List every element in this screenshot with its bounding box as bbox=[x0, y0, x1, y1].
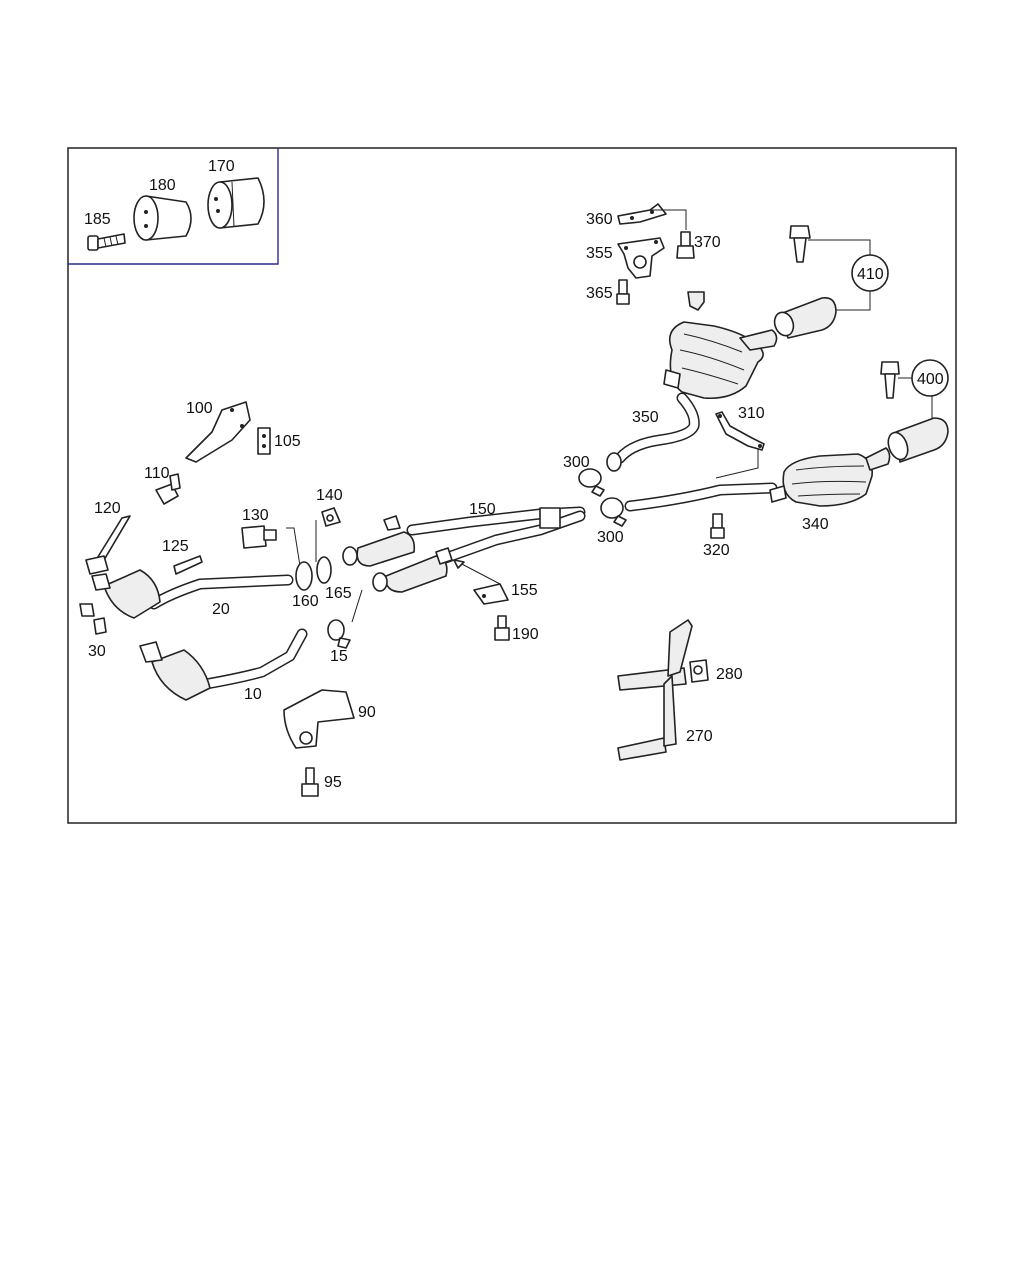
part-400-bolt[interactable] bbox=[880, 361, 900, 399]
label-300-upper: 300 bbox=[563, 454, 590, 471]
part-410-bolt[interactable] bbox=[789, 225, 811, 263]
label-165: 165 bbox=[325, 585, 352, 602]
label-320: 320 bbox=[703, 542, 730, 559]
part-170-rubber-mount[interactable] bbox=[207, 177, 265, 229]
diagram-frame bbox=[67, 147, 957, 824]
part-370-bolt[interactable] bbox=[676, 231, 695, 259]
part-300-clamp-upper[interactable] bbox=[578, 468, 605, 497]
part-185-bolt[interactable] bbox=[87, 233, 126, 251]
label-280: 280 bbox=[716, 666, 743, 683]
part-140-nut[interactable] bbox=[321, 507, 341, 527]
callout-circle-410 bbox=[851, 254, 889, 292]
part-90-bracket[interactable] bbox=[283, 689, 355, 749]
part-20-front-pipe-catalyst[interactable] bbox=[91, 569, 294, 619]
part-110-nut[interactable] bbox=[155, 473, 181, 505]
label-270: 270 bbox=[686, 728, 713, 745]
label-110: 110 bbox=[144, 465, 170, 482]
part-150-center-pipe[interactable] bbox=[342, 506, 586, 593]
label-20: 20 bbox=[212, 601, 230, 618]
label-185: 185 bbox=[84, 211, 111, 228]
part-350-pipe[interactable] bbox=[606, 392, 700, 472]
part-95-bolt[interactable] bbox=[301, 767, 319, 797]
part-190-bolt[interactable] bbox=[494, 615, 510, 641]
label-310: 310 bbox=[738, 405, 765, 422]
part-410-tailpipe-trim[interactable] bbox=[771, 296, 837, 339]
label-300-lower: 300 bbox=[597, 529, 624, 546]
part-340-rear-muffler-right[interactable] bbox=[769, 447, 891, 507]
label-105: 105 bbox=[274, 433, 301, 450]
part-280-rubber-mount[interactable] bbox=[689, 659, 709, 683]
label-10: 10 bbox=[244, 686, 262, 703]
label-125: 125 bbox=[162, 538, 189, 555]
callout-circle-400 bbox=[911, 359, 949, 397]
label-95: 95 bbox=[324, 774, 342, 791]
part-300-clamp-lower[interactable] bbox=[600, 497, 627, 527]
label-180: 180 bbox=[149, 177, 176, 194]
part-165-gasket[interactable] bbox=[316, 556, 332, 584]
part-155-bracket[interactable] bbox=[473, 583, 509, 605]
label-100: 100 bbox=[186, 400, 213, 417]
part-340-pipe[interactable] bbox=[624, 482, 778, 512]
label-340: 340 bbox=[802, 516, 829, 533]
part-30-bolt[interactable] bbox=[79, 603, 107, 635]
label-155: 155 bbox=[511, 582, 538, 599]
label-90: 90 bbox=[358, 704, 376, 721]
part-365-bolt[interactable] bbox=[616, 279, 630, 305]
label-410: 410 bbox=[857, 266, 884, 283]
label-350: 350 bbox=[632, 409, 659, 426]
label-120: 120 bbox=[94, 500, 121, 517]
part-10-front-pipe-catalyst[interactable] bbox=[139, 628, 308, 701]
label-360: 360 bbox=[586, 211, 613, 228]
part-120-oxygen-sensor[interactable] bbox=[85, 515, 131, 575]
label-130: 130 bbox=[242, 507, 269, 524]
label-365: 365 bbox=[586, 285, 613, 302]
inset-frame bbox=[68, 148, 279, 265]
part-320-bolt[interactable] bbox=[710, 513, 725, 539]
part-355-rubber-hanger[interactable] bbox=[617, 237, 665, 279]
part-160-gasket[interactable] bbox=[295, 561, 313, 591]
label-150: 150 bbox=[469, 501, 496, 518]
label-160: 160 bbox=[292, 593, 319, 610]
label-190: 190 bbox=[512, 626, 539, 643]
part-15-clamp[interactable] bbox=[327, 619, 351, 649]
part-400-tailpipe-trim[interactable] bbox=[885, 417, 949, 463]
label-15: 15 bbox=[330, 648, 348, 665]
part-125-oxygen-sensor[interactable] bbox=[173, 555, 203, 575]
part-100-bracket[interactable] bbox=[185, 401, 251, 463]
part-350-rear-muffler-left[interactable] bbox=[663, 291, 778, 400]
label-170: 170 bbox=[208, 158, 235, 175]
label-355: 355 bbox=[586, 245, 613, 262]
part-180-rubber-mount[interactable] bbox=[133, 195, 192, 241]
part-310-hanger[interactable] bbox=[715, 411, 765, 451]
part-105-plate[interactable] bbox=[257, 427, 271, 455]
part-360-bracket[interactable] bbox=[617, 203, 667, 225]
part-270-crossmember[interactable] bbox=[617, 619, 693, 761]
label-370: 370 bbox=[694, 234, 721, 251]
label-30: 30 bbox=[88, 643, 106, 660]
label-140: 140 bbox=[316, 487, 343, 504]
part-130-bolt[interactable] bbox=[241, 525, 277, 549]
label-400: 400 bbox=[917, 371, 944, 388]
